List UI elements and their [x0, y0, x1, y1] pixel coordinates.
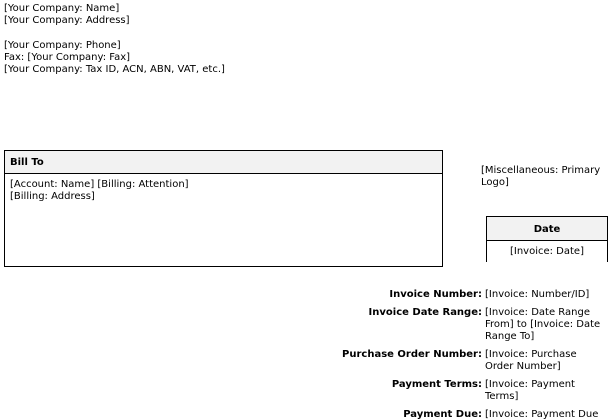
bill-to-header: Bill To: [5, 151, 442, 174]
detail-row: Payment Terms: [Invoice: Payment Terms]: [340, 379, 613, 403]
invoice-number-label: Invoice Number:: [389, 289, 482, 300]
invoice-number-value: [Invoice: Number/ID]: [485, 289, 590, 300]
payment-due-value: [Invoice: Payment Due Date]: [485, 409, 599, 420]
detail-row: Invoice Number: [Invoice: Number/ID]: [340, 289, 613, 301]
purchase-order-value: [Invoice: Purchase Order Number]: [485, 349, 577, 372]
bill-to-body: [Account: Name] [Billing: Attention] [Bi…: [5, 174, 442, 203]
detail-row: Purchase Order Number: [Invoice: Purchas…: [340, 349, 613, 373]
company-phone: [Your Company: Phone]: [4, 40, 121, 51]
detail-row: Invoice Date Range: [Invoice: Date Range…: [340, 307, 613, 343]
company-header: [Your Company: Name] [Your Company: Addr…: [4, 3, 130, 27]
company-address: [Your Company: Address]: [4, 15, 130, 26]
date-box: Date [Invoice: Date]: [486, 216, 608, 262]
company-fax: Fax: [Your Company: Fax]: [4, 52, 131, 63]
invoice-details: Invoice Number: [Invoice: Number/ID] Inv…: [340, 289, 613, 420]
company-tax-id: [Your Company: Tax ID, ACN, ABN, VAT, et…: [4, 64, 225, 75]
invoice-date-range-value: [Invoice: Date Range From] to [Invoice: …: [485, 307, 601, 342]
payment-terms-label: Payment Terms:: [391, 379, 482, 390]
bill-to-address: [Billing: Address]: [10, 191, 95, 202]
detail-row: Payment Due: [Invoice: Payment Due Date]: [340, 409, 613, 420]
invoice-date-range-label: Invoice Date Range:: [368, 307, 482, 318]
logo-placeholder: [Miscellaneous: Primary Logo]: [481, 165, 601, 188]
company-contact: [Your Company: Phone] Fax: [Your Company…: [4, 40, 225, 76]
company-name: [Your Company: Name]: [4, 3, 120, 14]
purchase-order-label: Purchase Order Number:: [342, 349, 482, 360]
date-header: Date: [487, 217, 607, 241]
payment-terms-value: [Invoice: Payment Terms]: [485, 379, 575, 402]
invoice-date: [Invoice: Date]: [509, 246, 584, 257]
bill-to-box: Bill To [Account: Name] [Billing: Attent…: [4, 150, 443, 267]
payment-due-label: Payment Due:: [403, 409, 482, 420]
bill-to-account: [Account: Name] [Billing: Attention]: [10, 179, 189, 190]
